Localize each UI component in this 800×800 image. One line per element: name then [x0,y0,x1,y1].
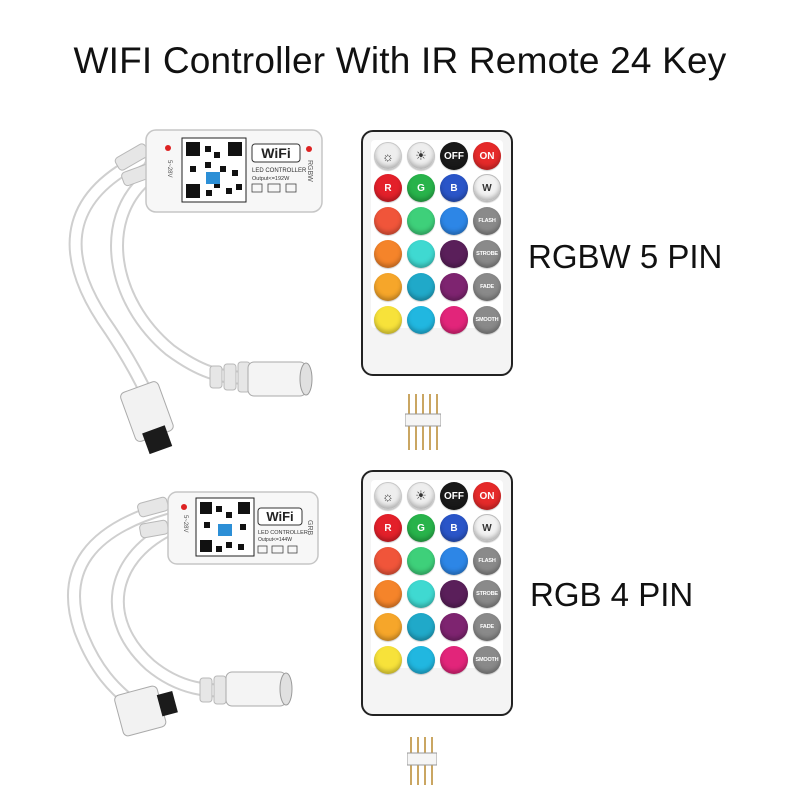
color-3-0-key[interactable] [374,646,402,674]
label-rgb-4-pin: RGB 4 PIN [530,576,694,613]
color-0-0-key[interactable] [374,207,402,235]
color-3-2-key[interactable] [440,646,468,674]
blue-key[interactable]: B [440,514,468,542]
smooth-key[interactable]: SMOOTH [473,306,501,334]
pin-connector-4-pin [407,737,437,785]
fade-key[interactable]: FADE [473,273,501,301]
color-2-0-key[interactable] [374,613,402,641]
qr-code [181,137,247,203]
on-key[interactable]: ON [473,482,501,510]
brightness-up-key[interactable]: ☼ [374,482,402,510]
flash-key[interactable]: FLASH [473,547,501,575]
wifi-controller-rgbw: WiFi LED CONTROLLER Output<=192W RGBW 5~… [68,129,323,455]
color-2-2-key[interactable] [440,273,468,301]
color-0-2-key[interactable] [440,547,468,575]
off-key[interactable]: OFF [440,482,468,510]
color-0-2-key[interactable] [440,207,468,235]
red-key[interactable]: R [374,174,402,202]
smooth-key[interactable]: SMOOTH [473,646,501,674]
color-1-0-key[interactable] [374,240,402,268]
wifi-controller-rgb: WiFi LED CONTROLLER Output<=144W GRB 5~2… [66,491,319,737]
off-key[interactable]: OFF [440,142,468,170]
white-key[interactable]: W [473,174,501,202]
brightness-up-key[interactable]: ☼ [374,142,402,170]
voltage-text: 5~28V [182,515,188,533]
output-text: Output<=192W [252,176,290,182]
flash-key[interactable]: FLASH [473,207,501,235]
color-1-1-key[interactable] [407,580,435,608]
color-2-1-key[interactable] [407,273,435,301]
dc-jack [225,671,287,707]
blue-key[interactable]: B [440,174,468,202]
color-3-1-key[interactable] [407,646,435,674]
channel-text: GRB [306,520,313,536]
strobe-key[interactable]: STROBE [473,240,501,268]
color-1-2-key[interactable] [440,580,468,608]
color-3-1-key[interactable] [407,306,435,334]
wifi-logo-text: WiFi [261,145,290,161]
on-key[interactable]: ON [473,142,501,170]
white-key[interactable]: W [473,514,501,542]
color-2-2-key[interactable] [440,613,468,641]
color-0-1-key[interactable] [407,547,435,575]
color-0-0-key[interactable] [374,547,402,575]
color-3-2-key[interactable] [440,306,468,334]
channel-text: RGBW [306,160,313,182]
green-key[interactable]: G [407,174,435,202]
green-key[interactable]: G [407,514,435,542]
led-controller-text: LED CONTROLLER [258,530,308,536]
qr-code [195,497,255,557]
color-2-1-key[interactable] [407,613,435,641]
color-1-0-key[interactable] [374,580,402,608]
strobe-key[interactable]: STROBE [473,580,501,608]
red-key[interactable]: R [374,514,402,542]
led-controller-text: LED CONTROLLER [252,168,307,174]
color-0-1-key[interactable] [407,207,435,235]
page-title: WIFI Controller With IR Remote 24 Key [73,40,727,81]
color-1-1-key[interactable] [407,240,435,268]
fade-key[interactable]: FADE [473,613,501,641]
color-2-0-key[interactable] [374,273,402,301]
color-1-2-key[interactable] [440,240,468,268]
brightness-down-key[interactable]: ☀ [407,142,435,170]
label-rgbw-5-pin: RGBW 5 PIN [528,238,723,275]
output-text: Output<=144W [258,537,292,543]
voltage-text: 5~28V [166,160,172,178]
brightness-down-key[interactable]: ☀ [407,482,435,510]
wifi-logo-text: WiFi [266,509,293,524]
color-3-0-key[interactable] [374,306,402,334]
dc-jack [247,361,307,397]
pin-connector-5-pin [405,394,441,450]
